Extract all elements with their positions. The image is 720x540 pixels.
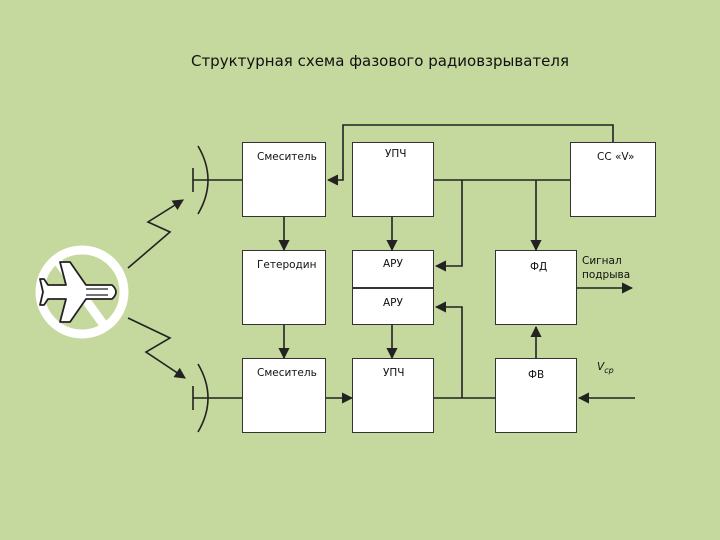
block-fd-label: ФД xyxy=(530,261,548,273)
block-upch-top-label: УПЧ xyxy=(385,148,407,160)
radio-wave-icon xyxy=(127,199,184,269)
block-fv-label: ФВ xyxy=(528,369,545,381)
block-ss-v-label: СС «V» xyxy=(597,151,635,163)
block-upch-bottom: УПЧ xyxy=(352,358,434,433)
block-aru-2: АРУ xyxy=(352,288,434,325)
block-mixer-top: Смеситель xyxy=(242,142,326,217)
signal-label-line2: подрыва xyxy=(582,269,631,281)
antenna-icon xyxy=(192,363,242,433)
block-upch-top: УПЧ xyxy=(352,142,434,217)
block-aru-1-label: АРУ xyxy=(383,258,403,270)
block-upch-bottom-label: УПЧ xyxy=(383,367,405,379)
v-label: Vср xyxy=(597,361,614,375)
block-ss-v: СС «V» xyxy=(570,142,656,217)
diagram-title: Структурная схема фазового радиовзрывате… xyxy=(190,52,570,70)
airplane-icon xyxy=(35,245,129,339)
v-label-sub: ср xyxy=(604,366,614,376)
block-heterodyne-label: Гетеродин xyxy=(257,259,317,271)
block-fv: ФВ xyxy=(495,358,577,433)
antenna-icon xyxy=(192,145,242,215)
block-mixer-bottom-label: Смеситель xyxy=(257,367,317,379)
signal-label-line1: Сигнал xyxy=(582,255,622,267)
block-mixer-top-label: Смеситель xyxy=(257,151,317,163)
radio-wave-icon xyxy=(127,317,186,379)
block-aru-2-label: АРУ xyxy=(383,297,403,309)
v-label-main: V xyxy=(597,361,605,373)
